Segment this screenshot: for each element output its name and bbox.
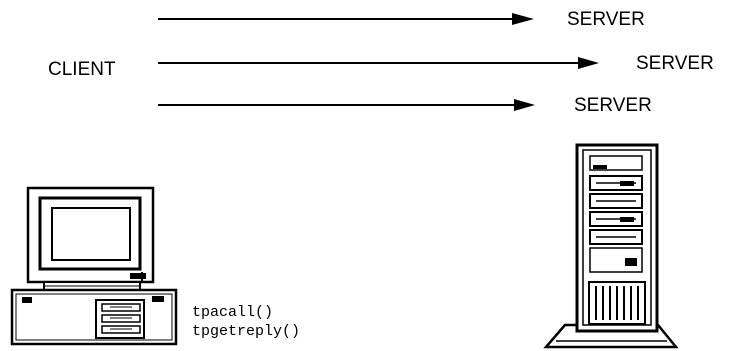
client-label: CLIENT — [48, 59, 116, 80]
arrow-3 — [158, 99, 535, 111]
desktop-computer-icon — [10, 186, 178, 346]
server-label-2: SERVER — [636, 53, 714, 74]
tpacall-label: tpacall() — [192, 304, 274, 321]
arrow-1 — [158, 13, 534, 25]
arrow-2 — [158, 57, 599, 69]
tower-server-icon — [543, 143, 679, 349]
server-label-3: SERVER — [574, 95, 652, 116]
tpgetreply-label: tpgetreply() — [192, 323, 301, 340]
server-label-1: SERVER — [567, 9, 645, 30]
